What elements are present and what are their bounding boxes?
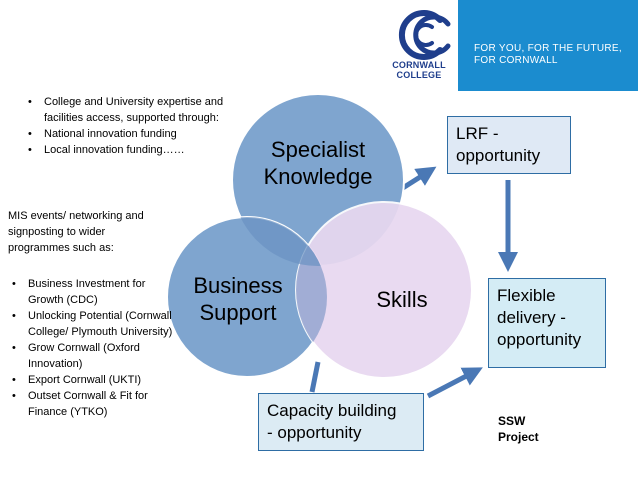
- list-item: National innovation funding: [24, 126, 234, 142]
- capacity-line1: Capacity building: [267, 401, 397, 420]
- lrf-line1: LRF -: [456, 124, 499, 143]
- capacity-line2: - opportunity: [267, 423, 362, 442]
- flexible-line3: opportunity: [497, 330, 582, 349]
- capacity-building-box: Capacity building - opportunity: [258, 393, 424, 451]
- flexible-line2: delivery -: [497, 308, 566, 327]
- business-label-line1: Business: [193, 273, 283, 298]
- list-item: Outset Cornwall & Fit for Finance (YTKO): [8, 388, 178, 420]
- list-item: Local innovation funding……: [24, 142, 234, 158]
- programmes-list: Business Investment for Growth (CDC) Unl…: [8, 276, 178, 420]
- specialist-business-overlap: [232, 217, 327, 266]
- tagline: FOR YOU, FOR THE FUTURE, FOR CORNWALL: [474, 43, 622, 67]
- business-support-label: Business Support: [178, 272, 298, 326]
- list-item: Business Investment for Growth (CDC): [8, 276, 178, 308]
- flexible-line1: Flexible: [497, 286, 556, 305]
- list-item: Grow Cornwall (Oxford Innovation): [8, 340, 178, 372]
- business-label-line2: Support: [199, 300, 277, 325]
- logo-wordmark: CORNWALL COLLEGE: [380, 60, 458, 80]
- skills-label-text: Skills: [376, 287, 428, 312]
- logo-name-line2: COLLEGE: [396, 70, 442, 80]
- list-item: College and University expertise and fac…: [24, 94, 234, 126]
- cornwall-college-logo-icon: [398, 10, 451, 60]
- arrow-support-to-capacity: [309, 361, 321, 393]
- specialist-label-line2: Knowledge: [263, 164, 373, 189]
- list-item: Unlocking Potential (Cornwall College/ P…: [8, 308, 178, 340]
- ssw-project-label: SSW Project: [498, 413, 539, 445]
- logo-name-line1: CORNWALL: [392, 60, 446, 70]
- expertise-list: College and University expertise and fac…: [24, 94, 234, 158]
- arrow-capacity-to-flexible: [426, 367, 483, 399]
- specialist-label-line1: Specialist: [270, 137, 366, 162]
- lrf-line2: opportunity: [456, 146, 541, 165]
- lrf-opportunity-box: LRF - opportunity: [447, 116, 571, 174]
- mis-intro-text: MIS events/ networking and signposting t…: [8, 210, 144, 254]
- flexible-delivery-box: Flexible delivery - opportunity: [488, 278, 606, 368]
- tagline-line1: FOR YOU, FOR THE FUTURE,: [474, 43, 622, 54]
- tagline-line2: FOR CORNWALL: [474, 55, 558, 66]
- list-item: Export Cornwall (UKTI): [8, 372, 178, 388]
- skills-label: Skills: [362, 286, 442, 313]
- tagline-banner: FOR YOU, FOR THE FUTURE, FOR CORNWALL: [458, 0, 638, 91]
- ssw-line1: SSW: [498, 414, 526, 428]
- ssw-line2: Project: [498, 430, 539, 444]
- specialist-knowledge-label: Specialist Knowledge: [250, 136, 386, 190]
